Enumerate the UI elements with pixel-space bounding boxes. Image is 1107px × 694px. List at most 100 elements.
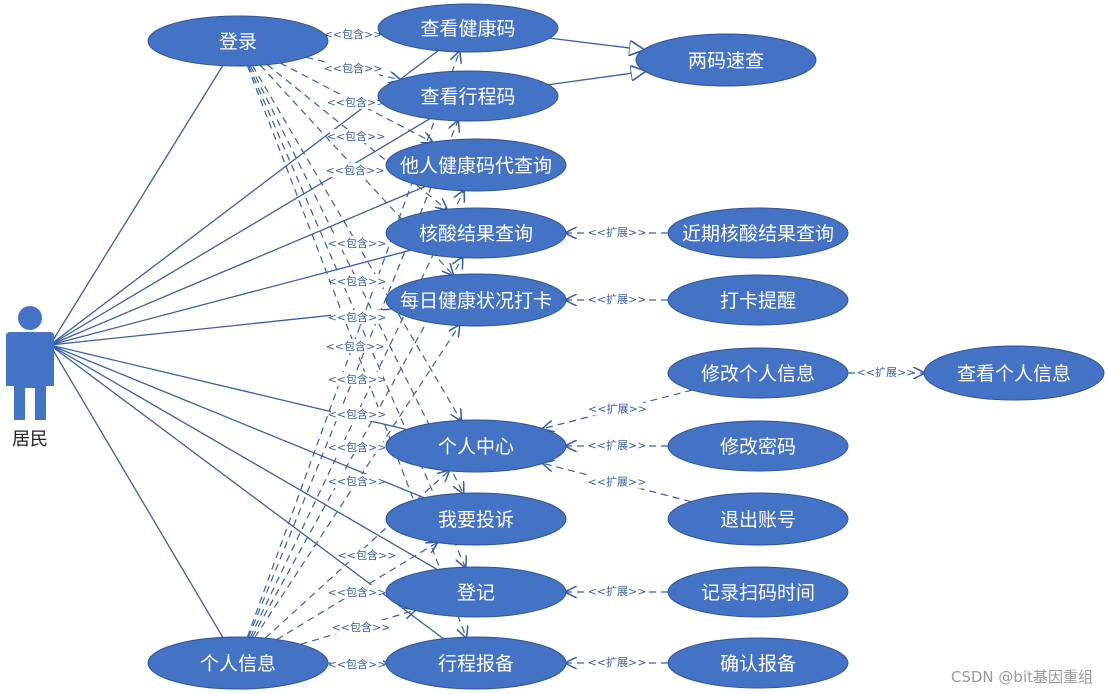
include-label-11: <<包含>> xyxy=(328,407,387,421)
use-case-ellipse xyxy=(385,207,567,259)
extend-label-1: <<扩展>> xyxy=(588,225,647,239)
association-line-view-trip-code xyxy=(49,118,431,346)
include-label-14: <<包含>> xyxy=(338,548,397,562)
use-case-ellipse xyxy=(667,637,849,689)
use-case-label: 他人健康码代查询 xyxy=(400,155,552,177)
actor-label: 居民 xyxy=(12,429,48,450)
use-case-two-codes[interactable]: 两码速查 xyxy=(635,33,817,87)
include-label-15-bg xyxy=(331,585,383,599)
include-label-2-bg xyxy=(327,61,379,75)
use-case-ellipse xyxy=(147,15,329,67)
personal-info-include-register xyxy=(300,610,415,645)
use-case-label: 每日健康状况打卡 xyxy=(400,290,552,312)
use-case-complain[interactable]: 我要投诉 xyxy=(385,492,567,546)
use-case-label: 登记 xyxy=(457,582,495,604)
personal-info-include-proxy-query xyxy=(249,191,463,638)
use-case-label: 个人中心 xyxy=(438,436,514,458)
include-label-10: <<包含>> xyxy=(328,372,387,386)
use-case-ellipse xyxy=(385,138,567,192)
use-case-personal-center[interactable]: 个人中心 xyxy=(385,419,567,473)
include-label-15: <<包含>> xyxy=(328,585,387,599)
extend-label-2-bg xyxy=(591,292,643,306)
use-case-ellipse xyxy=(667,274,849,326)
use-case-label: 退出账号 xyxy=(720,509,796,531)
use-case-view-health-code[interactable]: 查看健康码 xyxy=(377,3,559,53)
use-case-recent-nucleic[interactable]: 近期核酸结果查询 xyxy=(667,207,849,259)
extend-label-2: <<扩展>> xyxy=(588,292,647,306)
use-case-label: 行程报备 xyxy=(438,653,514,675)
use-case-daily-checkin[interactable]: 每日健康状况打卡 xyxy=(385,273,567,327)
extend-label-3-bg xyxy=(860,365,912,379)
use-case-ellipse xyxy=(385,636,567,690)
use-case-ellipse xyxy=(385,273,567,327)
use-case-ellipse xyxy=(385,419,567,473)
use-case-ellipse xyxy=(385,566,567,618)
use-case-personal-info[interactable]: 个人信息 xyxy=(147,636,329,690)
extend-label-5-bg xyxy=(591,438,643,452)
association-line-proxy-query xyxy=(49,185,426,346)
use-case-ellipse xyxy=(147,636,329,690)
include-label-8-bg xyxy=(331,310,383,324)
include-label-7: <<包含>> xyxy=(328,274,387,288)
login-include-complain xyxy=(249,65,463,494)
include-label-10-bg xyxy=(331,372,383,386)
use-case-record-scan-time[interactable]: 记录扫码时间 xyxy=(667,566,849,618)
use-case-login[interactable]: 登录 xyxy=(147,15,329,67)
use-case-confirm-report[interactable]: 确认报备 xyxy=(667,637,849,689)
use-case-label: 打卡提醒 xyxy=(720,290,796,312)
actor-head xyxy=(18,306,42,330)
use-case-label: 记录扫码时间 xyxy=(701,582,815,604)
extend-label-7: <<扩展>> xyxy=(588,584,647,598)
include-label-13-bg xyxy=(331,474,383,488)
include-label-5-bg xyxy=(329,163,381,177)
include-label-12: <<包含>> xyxy=(328,440,387,454)
include-label-4-bg xyxy=(330,129,382,143)
use-case-trip-report[interactable]: 行程报备 xyxy=(385,636,567,690)
use-case-ellipse xyxy=(667,207,849,259)
include-label-4: <<包含>> xyxy=(327,129,386,143)
extend-label-4-bg xyxy=(591,401,644,416)
include-label-1: <<包含>> xyxy=(324,27,383,41)
generalization-view-trip-code xyxy=(548,71,645,86)
use-case-label: 核酸结果查询 xyxy=(419,223,533,245)
use-case-label: 我要投诉 xyxy=(438,509,514,531)
use-case-label: 两码速查 xyxy=(688,50,764,72)
use-case-label: 确认报备 xyxy=(720,653,796,675)
use-case-ellipse xyxy=(377,70,559,122)
use-case-label: 查看个人信息 xyxy=(957,363,1071,385)
watermark: CSDN @bit基因重组 xyxy=(951,668,1093,686)
use-case-register[interactable]: 登记 xyxy=(385,566,567,618)
use-case-change-password[interactable]: 修改密码 xyxy=(667,420,849,472)
use-case-view-profile[interactable]: 查看个人信息 xyxy=(923,345,1105,401)
extend-label-8: <<扩展>> xyxy=(588,655,647,669)
include-label-13: <<包含>> xyxy=(328,474,387,488)
extend-label-6: <<扩展>> xyxy=(588,475,647,489)
include-label-12-bg xyxy=(331,440,383,454)
generalization-view-health-code xyxy=(549,37,644,50)
extend-label-5: <<扩展>> xyxy=(588,438,647,452)
use-case-checkin-reminder[interactable]: 打卡提醒 xyxy=(667,274,849,326)
use-case-edit-profile[interactable]: 修改个人信息 xyxy=(667,347,849,399)
use-case-label: 修改密码 xyxy=(720,436,796,458)
use-case-ellipse xyxy=(667,420,849,472)
extend-label-1-bg xyxy=(591,225,643,239)
include-label-6: <<包含>> xyxy=(328,236,387,250)
actor-figure: 居民 xyxy=(6,306,54,450)
include-label-14-bg xyxy=(341,548,393,562)
use-case-ellipse xyxy=(667,566,849,618)
include-label-9-bg xyxy=(329,339,381,353)
extend-label-4: <<扩展>> xyxy=(588,401,647,415)
use-case-nucleic-query[interactable]: 核酸结果查询 xyxy=(385,207,567,259)
include-label-16: <<包含>> xyxy=(332,620,391,634)
use-case-view-trip-code[interactable]: 查看行程码 xyxy=(377,70,559,122)
association-line-nucleic-query xyxy=(49,249,411,346)
use-case-label: 查看行程码 xyxy=(420,86,515,108)
login-include-nucleic-query xyxy=(266,64,446,210)
association-line-complain xyxy=(49,344,425,499)
include-label-3: <<包含>> xyxy=(327,95,386,109)
use-case-logout[interactable]: 退出账号 xyxy=(667,492,849,546)
use-case-proxy-query[interactable]: 他人健康码代查询 xyxy=(385,138,567,192)
include-label-17-bg xyxy=(331,657,383,671)
